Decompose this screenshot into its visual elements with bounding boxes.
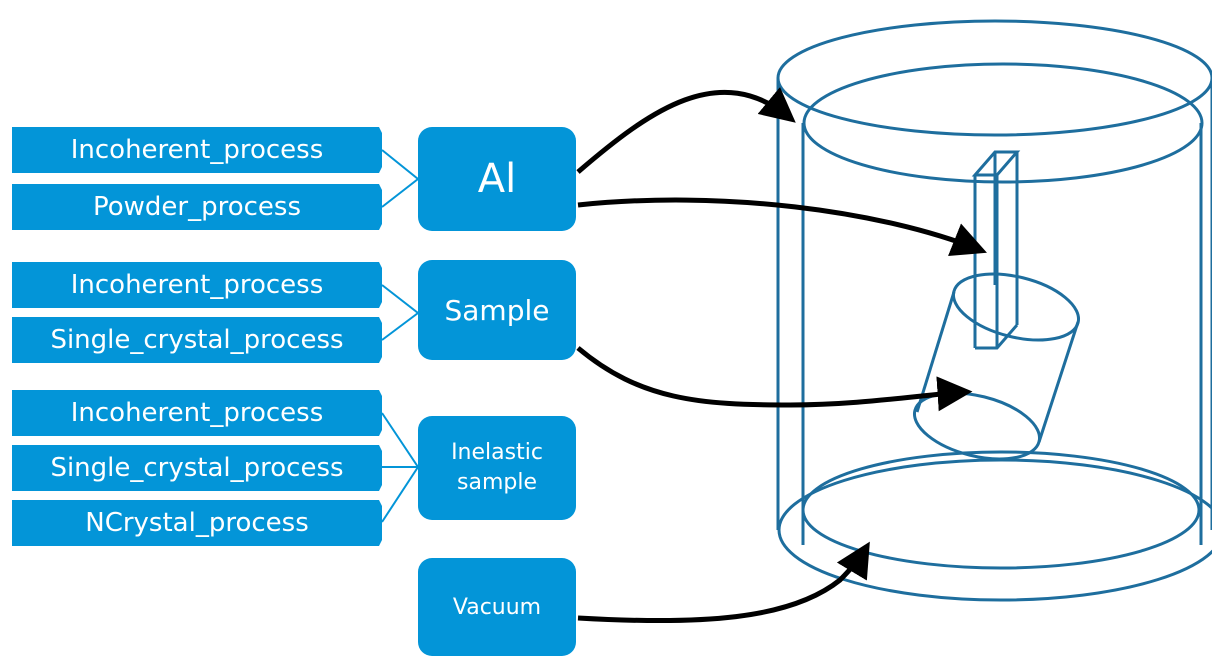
arrows — [576, 86, 987, 624]
container-drawing — [776, 19, 1212, 602]
process-box-inelastic-1: Incoherent_process — [12, 390, 382, 436]
material-box-sample: Sample — [418, 260, 576, 360]
inner-bottom-ellipse — [801, 450, 1201, 570]
sample-right-edge — [1037, 321, 1080, 443]
connector-sample — [381, 284, 420, 341]
arrow-al-holder — [577, 197, 987, 257]
outer-top-ellipse — [776, 19, 1212, 137]
rod-bottom-face — [975, 324, 1019, 350]
material-box-inelastic-sample: Inelastic sample — [418, 416, 576, 520]
connector-lines — [381, 149, 420, 523]
connector-al — [381, 149, 420, 208]
sample-left-edge — [915, 291, 956, 413]
material-box-al: Al — [418, 127, 576, 231]
arrow-sample — [576, 346, 973, 412]
arrow-al-container — [576, 86, 796, 174]
process-box-inelastic-2: Single_crystal_process — [12, 445, 382, 491]
process-box-al-2: Powder_process — [12, 184, 382, 230]
material-box-vacuum: Vacuum — [418, 558, 576, 656]
process-box-al-1: Incoherent_process — [12, 127, 382, 173]
process-box-inelastic-3: NCrystal_process — [12, 500, 382, 546]
arrow-vacuum — [577, 541, 870, 624]
process-box-sample-1: Incoherent_process — [12, 262, 382, 308]
process-box-sample-2: Single_crystal_process — [12, 317, 382, 363]
